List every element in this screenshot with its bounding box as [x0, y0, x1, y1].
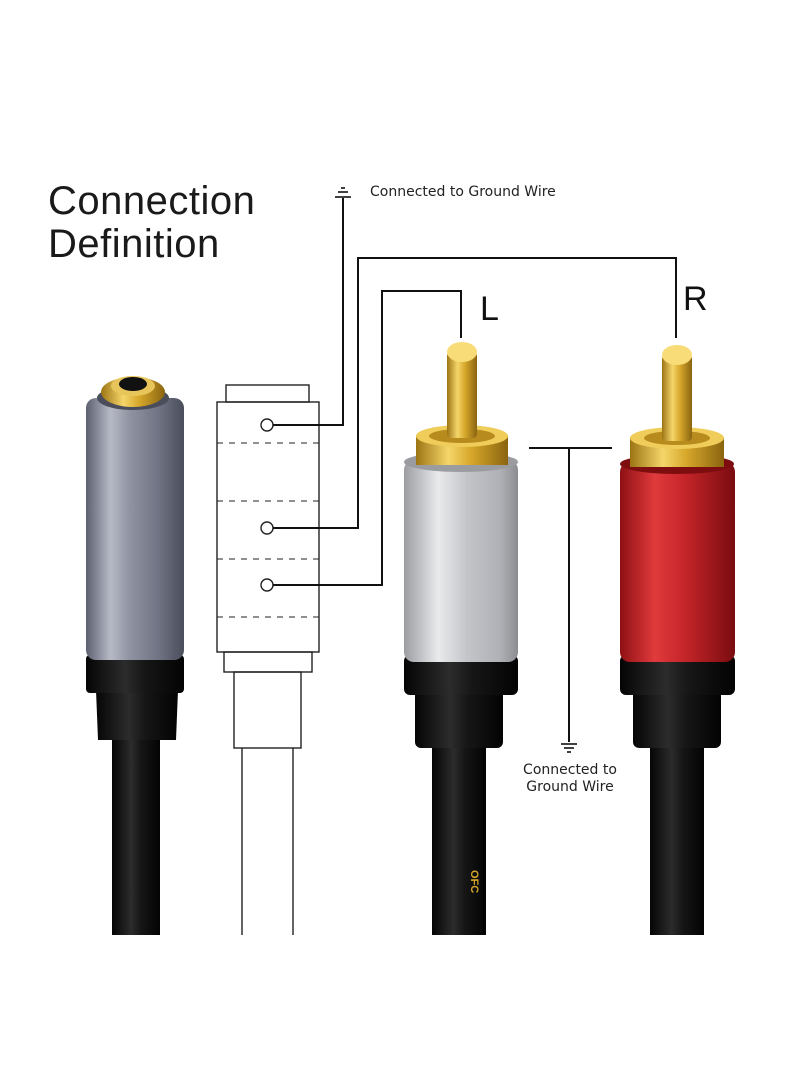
ground-label-bottom: Connected to Ground Wire: [515, 762, 625, 796]
ground-symbol-icon: [561, 743, 577, 753]
left-channel-label: L: [480, 290, 499, 328]
page-title: Connection Definition: [48, 180, 255, 266]
ofc-print: OFC: [468, 870, 480, 893]
rca-plug-right: [620, 345, 735, 935]
ground-label-bottom-line-2: Ground Wire: [526, 779, 614, 795]
title-line-2: Definition: [48, 222, 220, 266]
plug-schematic: [216, 384, 320, 935]
right-channel-label: R: [683, 280, 708, 318]
wiring-lines: [273, 198, 677, 742]
ground-symbol-icon: [335, 187, 351, 198]
female-jack-connector: [86, 376, 184, 935]
ground-label-top: Connected to Ground Wire: [370, 184, 556, 200]
rca-plug-left: OFC: [404, 342, 518, 935]
ground-label-bottom-line-1: Connected to: [523, 762, 617, 778]
title-line-1: Connection: [48, 179, 256, 223]
